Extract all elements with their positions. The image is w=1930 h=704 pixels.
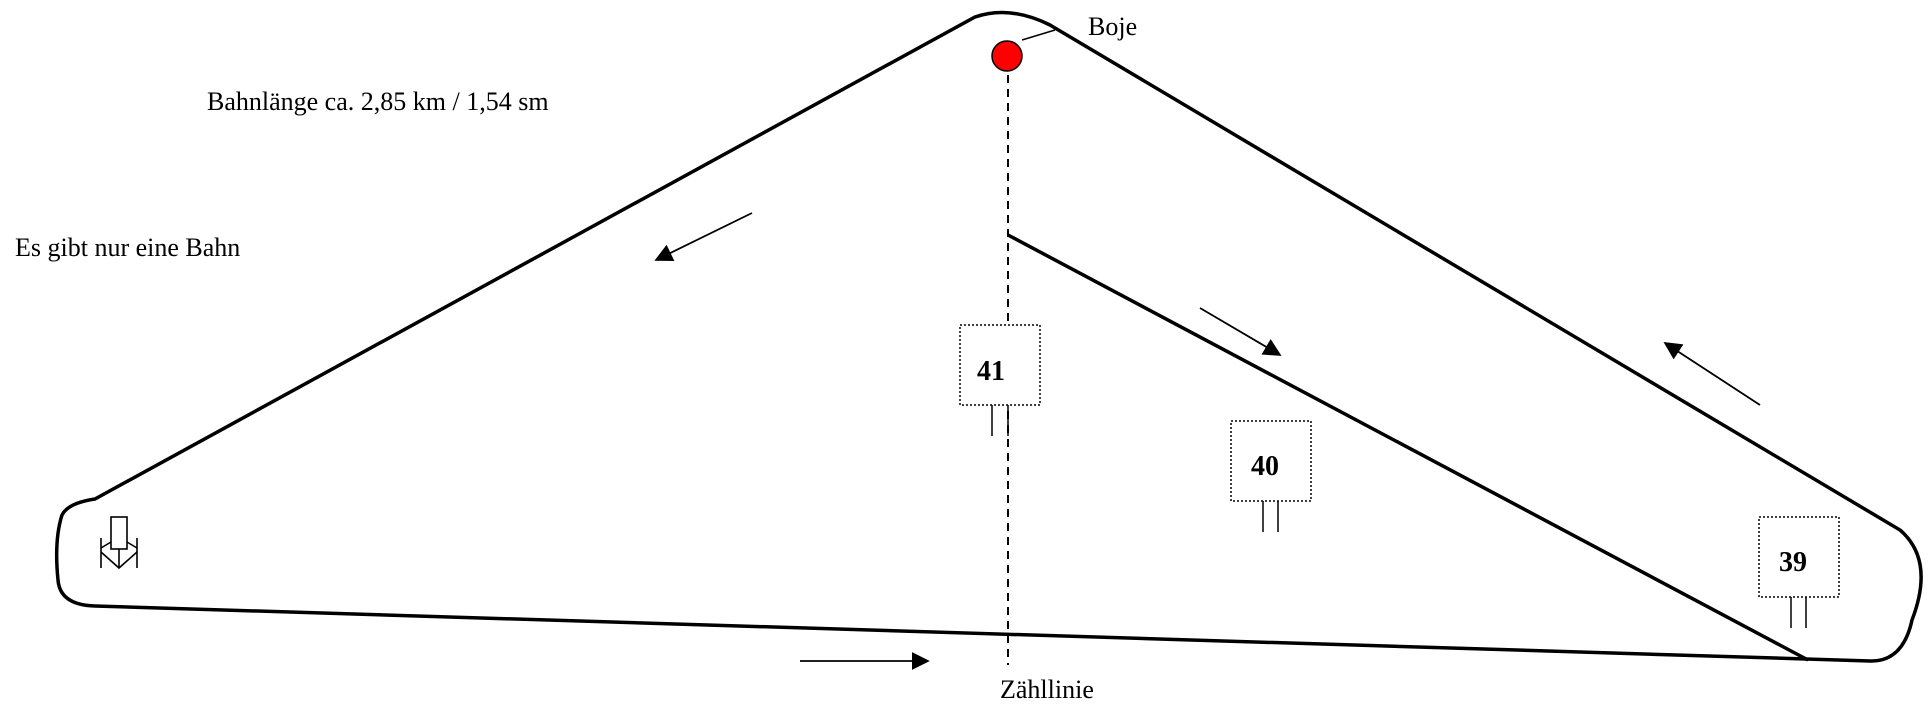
marker-number: 40: [1251, 451, 1279, 482]
direction-arrow-icon: [654, 212, 753, 261]
marker-board: [1230, 420, 1312, 502]
buoy-label: Boje: [1088, 12, 1137, 41]
marker-board: [959, 324, 1041, 406]
counting-line-label: Zähllinie: [1000, 675, 1094, 704]
buoy-leader-line: [1021, 29, 1056, 41]
buoy-icon: [991, 40, 1023, 72]
distance-marker-39: 39: [1758, 516, 1840, 628]
marker-board: [1758, 516, 1840, 598]
direction-arrow-icon: [1663, 342, 1761, 406]
course-note-label: Es gibt nur eine Bahn: [15, 233, 240, 262]
distance-marker-41: 41: [959, 324, 1041, 436]
distance-marker-40: 40: [1230, 420, 1312, 532]
course-outline: [54, 10, 1923, 663]
marker-number: 41: [977, 356, 1005, 387]
course-length-label: Bahnlänge ca. 2,85 km / 1,54 sm: [207, 87, 549, 116]
boathouse-icon: [100, 516, 138, 570]
direction-arrow-icon: [1199, 307, 1282, 356]
marker-number: 39: [1779, 547, 1807, 578]
inner-lane-line: [1007, 233, 1809, 662]
